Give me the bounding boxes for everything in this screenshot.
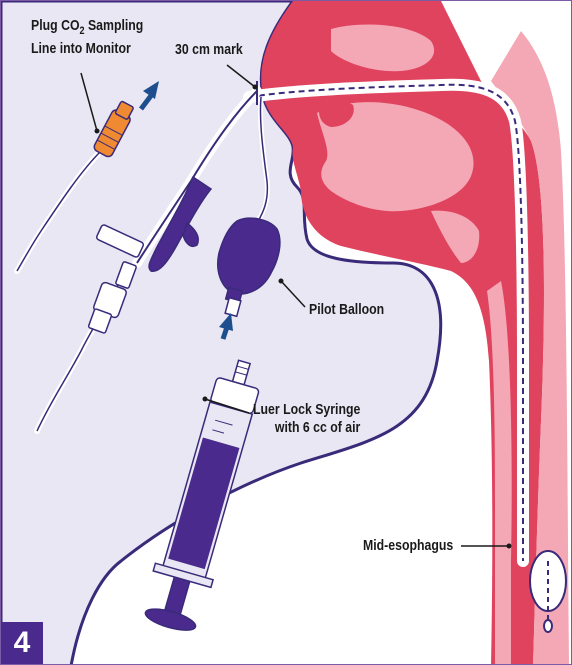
step-number-badge: 4 [1,622,43,664]
label-syringe: Luer Lock Syringe with 6 cc of air [253,401,360,437]
label-mid-esophagus: Mid-esophagus [363,537,453,555]
label-30cm-mark: 30 cm mark [175,41,243,59]
label-plug-co2: Plug CO2 Sampling Line into Monitor [31,17,143,58]
label-pilot-balloon: Pilot Balloon [309,301,384,319]
